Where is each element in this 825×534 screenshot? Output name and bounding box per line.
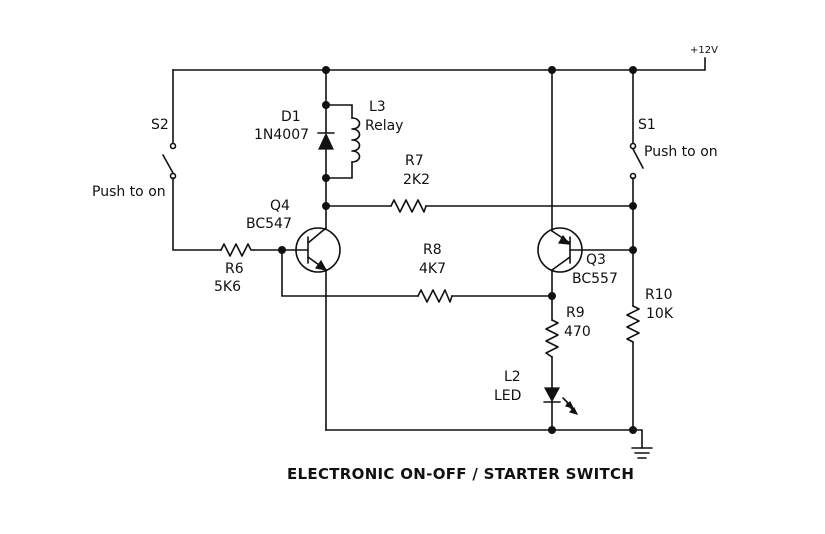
junction-dot [548, 292, 556, 300]
junction-dot [629, 202, 637, 210]
q4-value-label: BC547 [246, 216, 292, 232]
relay-coil-l3 [351, 117, 361, 163]
r8-ref-label: R8 [423, 242, 442, 258]
relay-feed-wire [325, 69, 353, 119]
junction-dot [322, 202, 330, 210]
q4-ref-label: Q4 [270, 198, 290, 214]
l2-ref-label: L2 [504, 369, 521, 385]
r9-ref-label: R9 [566, 305, 585, 321]
switch-contact [169, 172, 177, 180]
s1-desc-label: Push to on [644, 144, 718, 160]
relay-return-wire [325, 161, 353, 207]
led-body [543, 387, 561, 403]
junction-dot [629, 426, 637, 434]
r7-ref-label: R7 [405, 153, 424, 169]
s2-desc-label: Push to on [92, 184, 166, 200]
l3-ref-label: L3 [369, 99, 386, 115]
resistor-r10 [626, 305, 640, 343]
switch-s1 [629, 142, 644, 180]
junctions [278, 66, 637, 434]
r6-value-label: 5K6 [214, 279, 241, 295]
switch-contact [629, 172, 637, 180]
junction-dot [322, 66, 330, 74]
light-emission-icon [562, 397, 579, 415]
r10-ref-label: R10 [645, 287, 673, 303]
led-l2 [543, 387, 579, 415]
emission-arrowhead [568, 406, 579, 415]
positive-rail [172, 57, 706, 71]
emitter-arrow [314, 259, 328, 271]
resistor-r9 [545, 319, 559, 358]
diagram-title: ELECTRONIC ON-OFF / STARTER SWITCH [287, 465, 634, 483]
r6-ref-label: R6 [225, 261, 244, 277]
wiring [172, 57, 706, 449]
l3-value-label: Relay [365, 118, 403, 134]
q3-ref-label: Q3 [586, 252, 606, 268]
switch-contact [169, 142, 177, 150]
switch-s2 [162, 142, 177, 180]
r8-wire [281, 249, 553, 297]
ground-icon [631, 447, 653, 459]
s1-ref-label: S1 [638, 117, 656, 133]
coil-winding [351, 117, 361, 163]
s2-ref-label: S2 [151, 117, 169, 133]
junction-dot [629, 66, 637, 74]
junction-dot [322, 174, 330, 182]
resistor-r7 [390, 199, 427, 213]
junction-dot [322, 101, 330, 109]
junction-dot [548, 426, 556, 434]
junction-dot [629, 246, 637, 254]
resistor-r8 [417, 289, 453, 303]
collector-lead [307, 227, 327, 244]
d1-ref-label: D1 [281, 109, 301, 125]
transistor-q3 [537, 227, 583, 273]
r7-value-label: 2K2 [403, 172, 430, 188]
junction-dot [278, 246, 286, 254]
r8-value-label: 4K7 [419, 261, 446, 277]
ground-rail [325, 429, 643, 449]
junction-dot [548, 66, 556, 74]
q3-value-label: BC557 [572, 271, 618, 287]
switch-contact [629, 142, 637, 150]
diode-d1 [317, 132, 335, 150]
diode-body [318, 132, 334, 150]
transistor-q4 [295, 227, 341, 273]
r10-value-label: 10K [646, 306, 674, 322]
s2-bottom-wire [172, 177, 222, 251]
emitter-arrow [558, 234, 571, 245]
l2-value-label: LED [494, 388, 521, 404]
switch-lever [162, 154, 174, 174]
r9-value-label: 470 [564, 324, 591, 340]
switch-lever [632, 148, 644, 169]
resistor-r6 [220, 243, 255, 257]
supply-label: +12V [690, 45, 718, 56]
collector-lead [551, 256, 571, 271]
d1-value-label: 1N4007 [254, 127, 309, 143]
